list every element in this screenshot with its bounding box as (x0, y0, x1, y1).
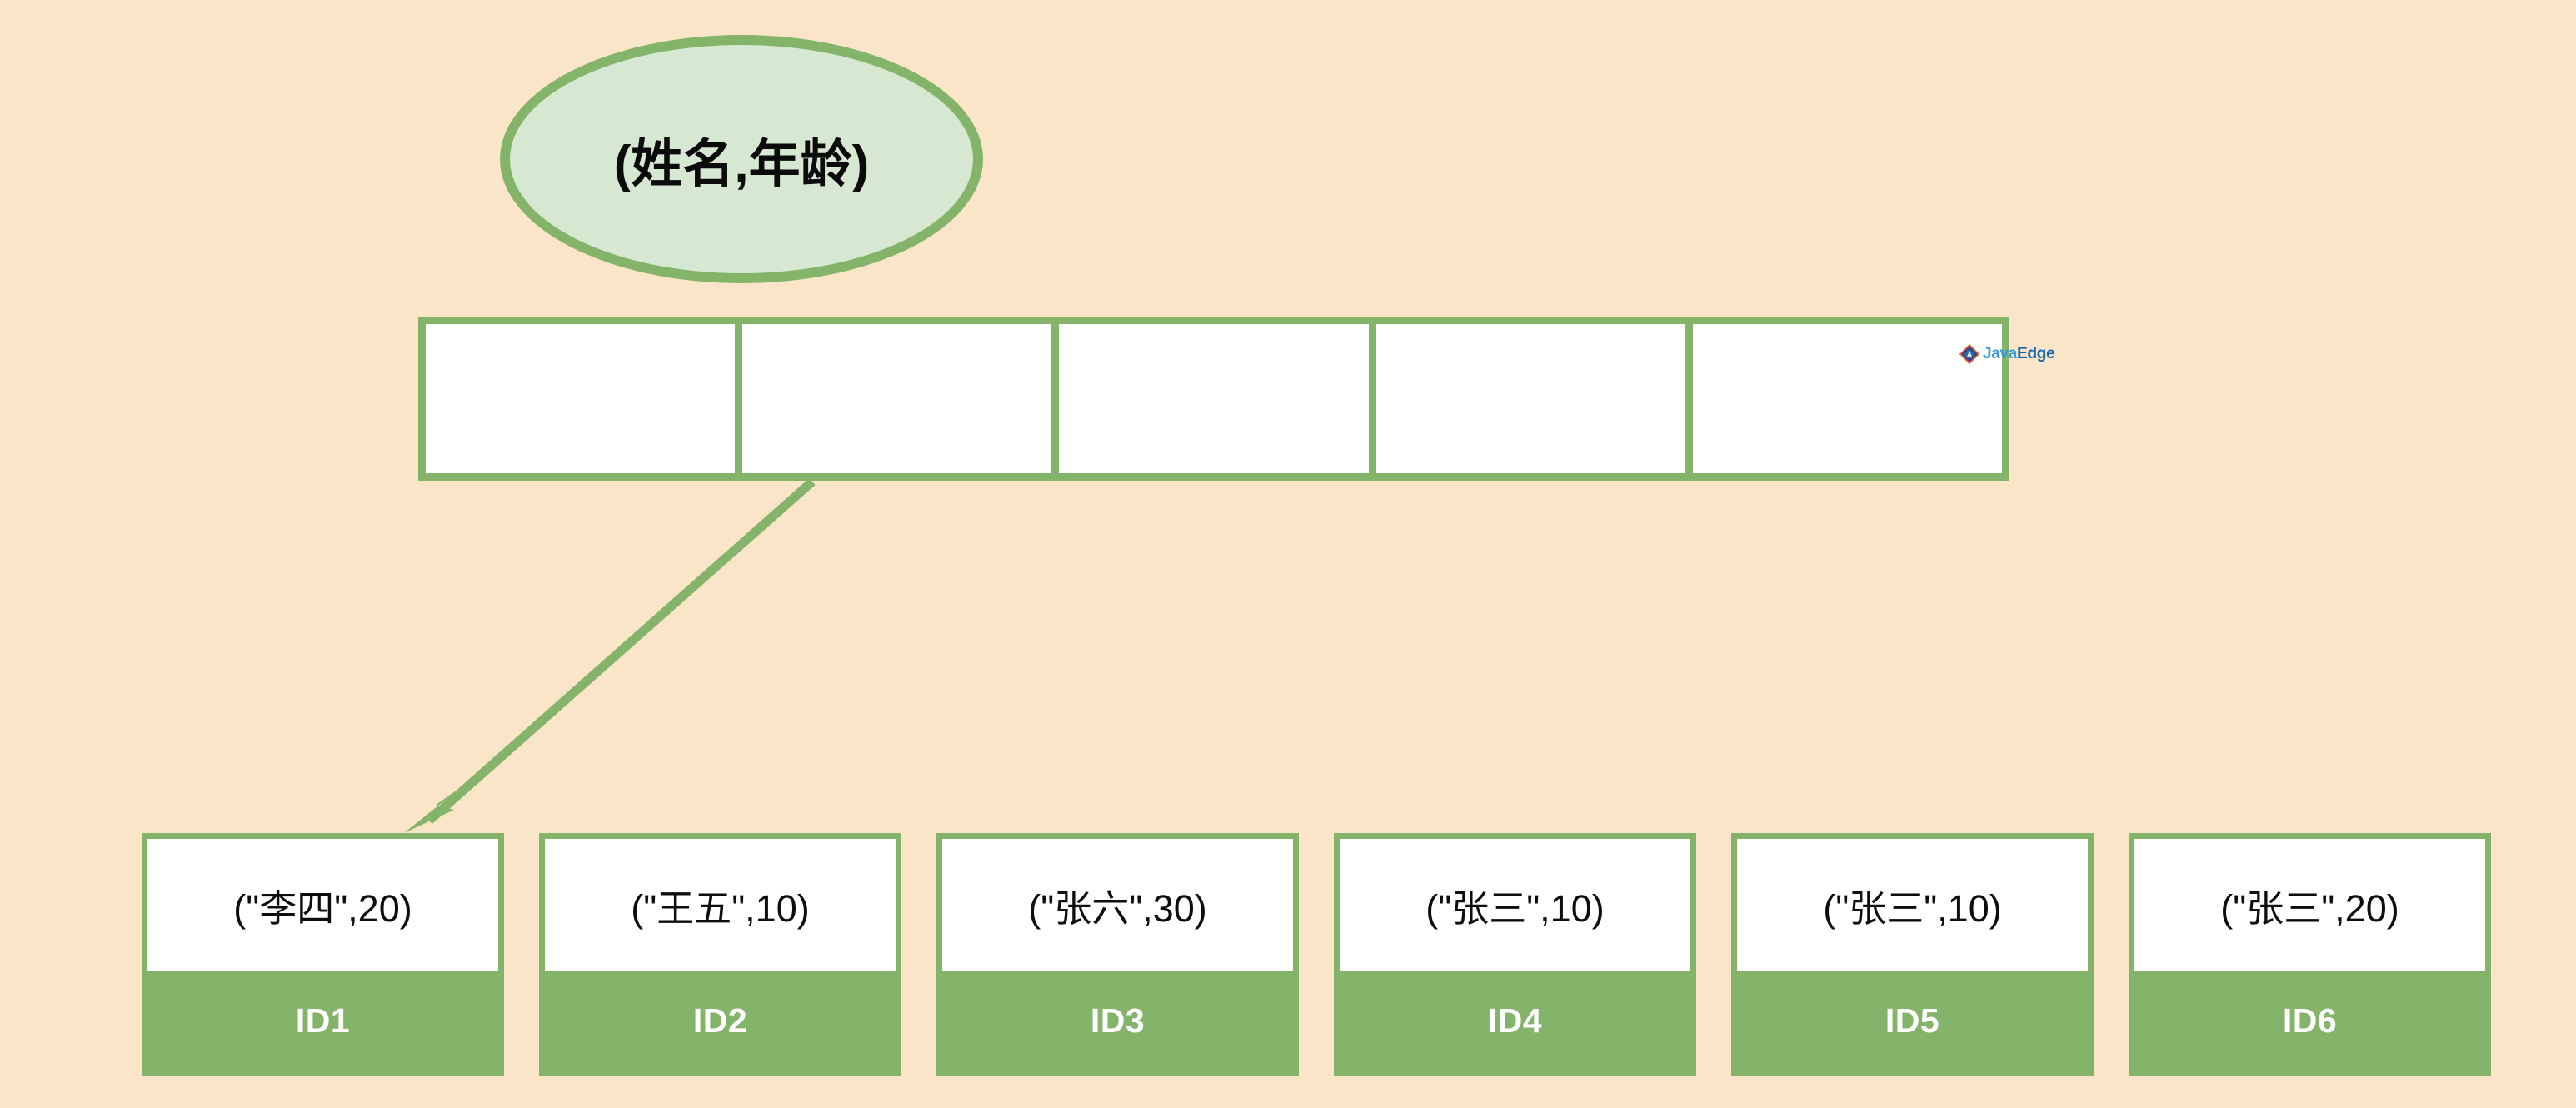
record-id-6: ID6 (2134, 971, 2485, 1071)
record-value-3: ("张六",30) (942, 839, 1293, 971)
record-value-4: ("张三",10) (1340, 839, 1690, 971)
record-card-3[interactable]: ("张六",30) ID3 (936, 833, 1299, 1076)
record-value-2: ("王五",10) (545, 839, 896, 971)
record-id-2: ID2 (545, 971, 896, 1071)
key-ellipse: (姓名,年龄) (500, 35, 983, 283)
record-value-5: ("张三",10) (1737, 839, 2088, 971)
record-value-1: ("李四",20) (147, 839, 498, 971)
record-card-5[interactable]: ("张三",10) ID5 (1731, 833, 2094, 1076)
record-card-1[interactable]: ("李四",20) ID1 (142, 833, 504, 1076)
record-card-6[interactable]: ("张三",20) ID6 (2129, 833, 2491, 1076)
arrow-shaft (426, 477, 816, 825)
watermark-text-edge: Edge (2017, 345, 2055, 362)
index-slot-4[interactable] (1375, 324, 1685, 473)
index-row (418, 317, 2009, 481)
record-value-6: ("张三",20) (2134, 839, 2485, 971)
record-id-3: ID3 (942, 971, 1293, 1071)
record-card-4[interactable]: ("张三",10) ID4 (1334, 833, 1696, 1076)
record-card-2[interactable]: ("王五",10) ID2 (539, 833, 901, 1076)
record-id-4: ID4 (1340, 971, 1690, 1071)
key-ellipse-label: (姓名,年龄) (613, 136, 870, 193)
index-slot-5[interactable] (1692, 324, 2003, 473)
index-slot-3[interactable] (1059, 324, 1369, 473)
record-id-5: ID5 (1737, 971, 2088, 1071)
arrow-head (404, 788, 460, 833)
index-slot-2[interactable] (742, 324, 1052, 473)
record-id-1: ID1 (147, 971, 498, 1071)
record-row: ("李四",20) ID1 ("王五",10) ID2 ("张六",30) ID… (142, 833, 2491, 1076)
index-slot-1[interactable] (426, 324, 736, 473)
